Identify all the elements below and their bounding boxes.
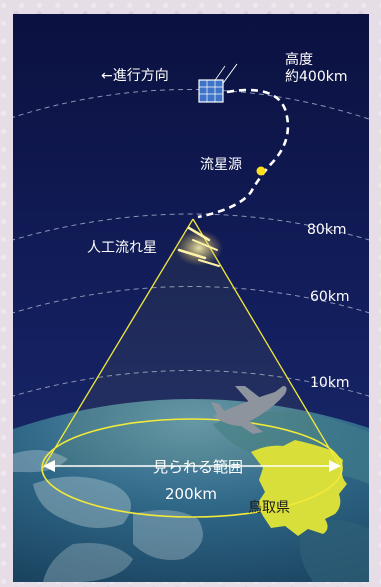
meteor-source-dot — [256, 166, 266, 176]
altitude-mark-10km: 10km — [310, 375, 350, 391]
airplane-icon — [211, 386, 287, 434]
scene-diagram — [13, 14, 369, 582]
region-label: 鳥取県 — [248, 500, 290, 516]
arc-10km — [13, 370, 369, 397]
satellite-trajectory — [197, 88, 290, 219]
visible-range-label: 見られる範囲 — [153, 458, 244, 476]
arc-80km — [13, 213, 369, 241]
arc-60km — [13, 286, 369, 314]
satellite-altitude-label: 高度 約400km — [285, 52, 347, 86]
visible-range-ellipse — [41, 418, 343, 518]
width-arrow — [43, 460, 341, 472]
tottori-region — [251, 440, 347, 536]
meteor-streaks-icon — [175, 226, 223, 267]
illustration-panel: ←進行方向 高度 約400km 流星源 人工流れ星 80km 60km 10km… — [13, 14, 369, 582]
satellite-icon — [198, 63, 238, 103]
altitude-mark-60km: 60km — [310, 289, 350, 305]
artificial-meteor-label: 人工流れ星 — [87, 240, 157, 256]
altitude-mark-80km: 80km — [307, 222, 347, 238]
range-width-label: 200km — [165, 485, 217, 503]
altitude-arcs — [13, 89, 369, 397]
meteor-source-label: 流星源 — [200, 157, 242, 173]
arc-400km — [13, 89, 369, 120]
direction-label: ←進行方向 — [101, 68, 169, 84]
altitude-label-line1: 高度 — [285, 52, 313, 68]
altitude-label-line2: 約400km — [285, 69, 348, 85]
